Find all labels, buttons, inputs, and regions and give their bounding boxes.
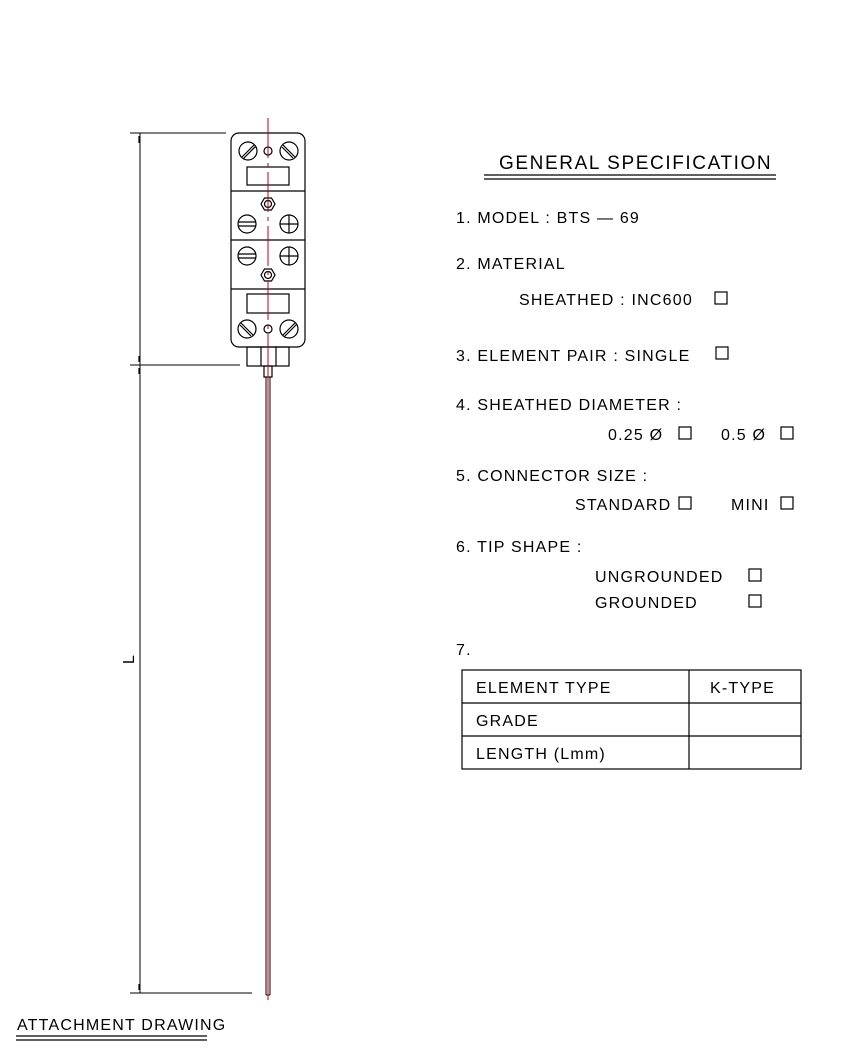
checkbox-ungrounded[interactable] [748,568,762,582]
checkbox-single[interactable] [715,346,729,360]
spec-model: 1. MODEL : BTS — 69 [456,210,640,227]
plus-terminal-icon [279,246,299,266]
spec-tip-label: 6. TIP SHAPE : [456,539,582,556]
screw-icon [237,319,257,339]
diameter-option-025: 0.25 Ø [608,427,663,444]
checkbox-grounded[interactable] [748,594,762,608]
dimension-label-L: L [121,654,138,664]
spec-sheathed: SHEATHED : INC600 [519,292,693,309]
screw-icon [238,141,258,161]
spec-item-7: 7. [456,642,472,659]
dimension-lines [130,132,252,994]
checkbox-inc600[interactable] [714,291,728,305]
tip-option-ungrounded: UNGROUNDED [595,569,723,586]
spec-element-pair: 3. ELEMENT PAIR : SINGLE [456,348,691,365]
drawing-caption: ATTACHMENT DRAWING [17,1017,226,1034]
spec-diameter-label: 4. SHEATHED DIAMETER : [456,397,682,414]
table-row-value: K-TYPE [710,680,775,697]
minus-terminal-icon [237,246,257,266]
element-table: ELEMENT TYPE K-TYPE GRADE LENGTH (Lmm) [461,669,802,770]
spec-title: GENERAL SPECIFICATION [499,153,772,174]
checkbox-mini[interactable] [780,496,794,510]
tip-option-grounded: GROUNDED [595,595,698,612]
connector-option-mini: MINI [731,497,770,514]
table-row-label: GRADE [476,713,539,730]
screw-icon [279,141,299,161]
spec-connector-label: 5. CONNECTOR SIZE : [456,468,648,485]
diameter-option-05: 0.5 Ø [721,427,766,444]
checkbox-diameter-05[interactable] [780,426,794,440]
table-row-label: ELEMENT TYPE [476,680,612,697]
plus-terminal-icon [279,214,299,234]
connector-option-standard: STANDARD [575,497,671,514]
minus-terminal-icon [237,214,257,234]
spec-material: 2. MATERIAL [456,256,566,273]
screw-icon [279,319,299,339]
checkbox-diameter-025[interactable] [678,426,692,440]
checkbox-standard[interactable] [678,496,692,510]
table-row-label: LENGTH (Lmm) [476,746,606,763]
